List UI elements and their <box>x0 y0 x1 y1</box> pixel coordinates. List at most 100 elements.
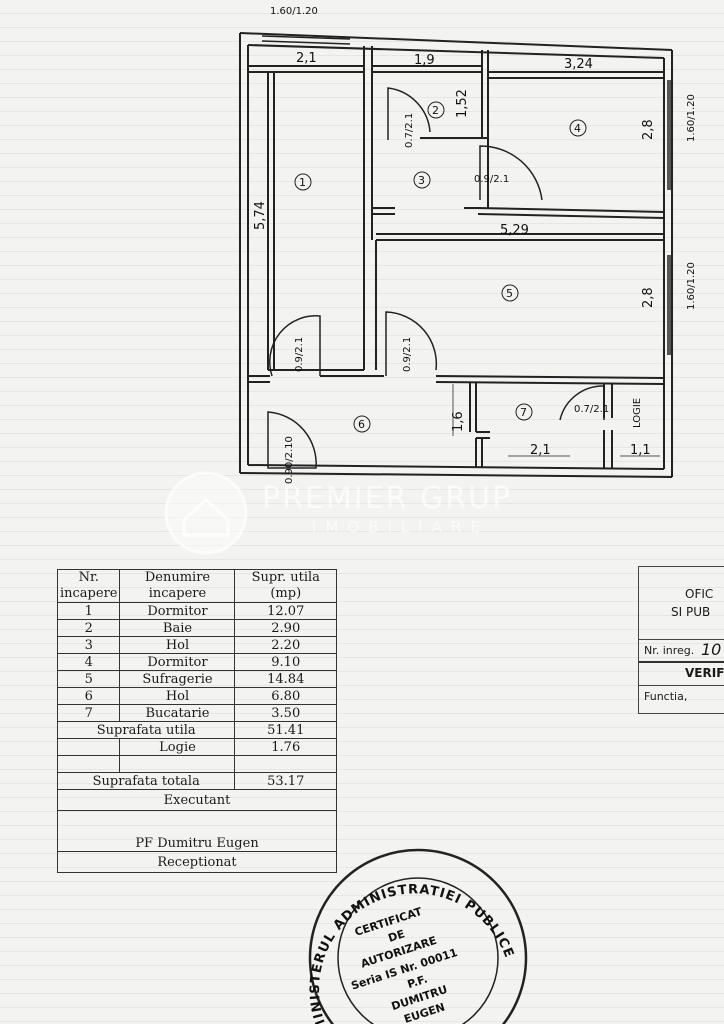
stamp-function-row: Functia, <box>639 685 724 712</box>
room-number-1: 1 <box>299 176 306 189</box>
executant-name: PF Dumitru Eugen <box>57 810 337 852</box>
window-r5-label: 1.60/1.20 <box>686 262 697 310</box>
dim-r4-width: 3,24 <box>564 57 593 72</box>
blank-cell <box>56 755 121 773</box>
stamp-verif: VERIFIC <box>685 666 724 680</box>
dim-r1-length: 5,74 <box>253 201 268 230</box>
header-area-line1: Supr. utila <box>251 570 320 585</box>
top-window-dim: 1.60/1.20 <box>270 6 318 17</box>
header-nr-line2: incapere <box>60 586 118 601</box>
door-label-5: 0.9/2.1 <box>402 337 413 372</box>
dim-r5-width: 5,29 <box>500 223 529 238</box>
header-nr-line1: Nr. <box>78 570 99 585</box>
row-area: 6.80 <box>234 687 337 705</box>
window-r4-label: 1.60/1.20 <box>686 94 697 142</box>
dim-r4-height: 2,8 <box>641 119 656 140</box>
total-area-label: Suprafata totala <box>56 772 236 790</box>
row-area: 12.07 <box>234 602 337 620</box>
door-label-entry: 0.90/2.10 <box>284 436 295 484</box>
dim-r1-width: 2,1 <box>296 51 317 66</box>
row-area: 14.84 <box>234 670 337 688</box>
interior-walls <box>248 46 665 469</box>
row-name: Hol <box>119 636 236 654</box>
outer-walls <box>239 32 673 478</box>
row-name: Baie <box>119 619 236 637</box>
row-area: 2.20 <box>234 636 337 654</box>
floor-plan: 1.60/1.20 2,1 5,74 1,9 1,52 3,24 2,8 5,2… <box>164 6 697 555</box>
stamp-reg-value: 10 <box>701 640 722 659</box>
executant-row: Executant <box>57 789 337 811</box>
blank-cell <box>119 755 236 773</box>
room-number-7: 7 <box>520 406 527 419</box>
room-number-2: 2 <box>432 104 439 117</box>
stamp-reg-label: Nr. inreg. <box>644 644 695 657</box>
row-area: 9.10 <box>234 653 337 671</box>
stamp-verif-row: VERIFIC <box>639 661 724 685</box>
seal-line-5: P.F. <box>406 973 429 992</box>
row-name: Sufragerie <box>119 670 236 688</box>
blank-cell <box>234 755 337 773</box>
watermark: PREMIER GRUP IMOBILIARE <box>164 471 512 555</box>
stamp-function: Functia, <box>644 690 688 703</box>
row-nr: 1 <box>56 602 121 620</box>
room-markers: 1 2 3 4 5 6 7 <box>294 101 587 433</box>
executant-label: Executant <box>57 789 337 811</box>
official-seal: MINISTERUL ADMINISTRATIEI PUBLICE CERTIF… <box>308 848 528 1024</box>
seal-line-2: DE <box>387 927 407 945</box>
door-label-1: 0.9/2.1 <box>294 337 305 372</box>
header-area-line2: (mp) <box>270 586 302 601</box>
logia-label: LOGIE <box>632 398 643 428</box>
logia-name: Logie <box>119 738 236 756</box>
header-name-line1: Denumire <box>144 570 211 585</box>
header-area: Supr. utila(mp) <box>234 569 337 603</box>
stamp-line-2: SI PUB <box>671 605 711 619</box>
row-nr: 6 <box>56 687 121 705</box>
total-area-value: 53.17 <box>234 772 337 790</box>
watermark-brand: PREMIER GRUP <box>262 481 512 516</box>
row-nr: 2 <box>56 619 121 637</box>
door-label-2: 0.7/2.1 <box>404 113 415 148</box>
room-number-3: 3 <box>418 174 425 187</box>
row-nr: 5 <box>56 670 121 688</box>
received-row: Receptionat <box>57 851 337 873</box>
dim-logia-width: 1,1 <box>630 443 651 458</box>
house-logo-icon <box>182 497 230 537</box>
logia-nr <box>56 738 121 756</box>
row-area: 2.90 <box>234 619 337 637</box>
door-label-3: 0.9/2.1 <box>474 174 509 185</box>
row-nr: 3 <box>56 636 121 654</box>
room-number-5: 5 <box>506 287 513 300</box>
row-name: Dormitor <box>119 653 236 671</box>
logia-value: 1.76 <box>234 738 337 756</box>
window-marks <box>261 35 671 355</box>
row-name: Dormitor <box>119 602 236 620</box>
door-label-7: 0.7/2.1 <box>574 404 609 415</box>
room-number-6: 6 <box>358 418 365 431</box>
row-name: Bucatarie <box>119 704 236 722</box>
useful-area-value: 51.41 <box>234 721 337 739</box>
row-nr: 7 <box>56 704 121 722</box>
dim-r2-width: 1,9 <box>414 53 435 68</box>
room-number-4: 4 <box>574 122 581 135</box>
executant-name-row: PF Dumitru Eugen <box>57 810 337 852</box>
dim-r5-height: 2,8 <box>641 287 656 308</box>
dim-r2-height: 1,52 <box>455 89 470 118</box>
dim-hall-height: 1,6 <box>451 411 466 432</box>
watermark-sub: IMOBILIARE <box>312 518 489 536</box>
header-name-line2: incapere <box>148 586 207 601</box>
door-swings <box>267 87 605 469</box>
received-label: Receptionat <box>57 851 337 873</box>
ocpi-stamp-box: OFIC SI PUB Nr. inreg. 10 VERIFIC Functi… <box>638 566 724 714</box>
stamp-line-1: OFIC <box>685 587 714 601</box>
